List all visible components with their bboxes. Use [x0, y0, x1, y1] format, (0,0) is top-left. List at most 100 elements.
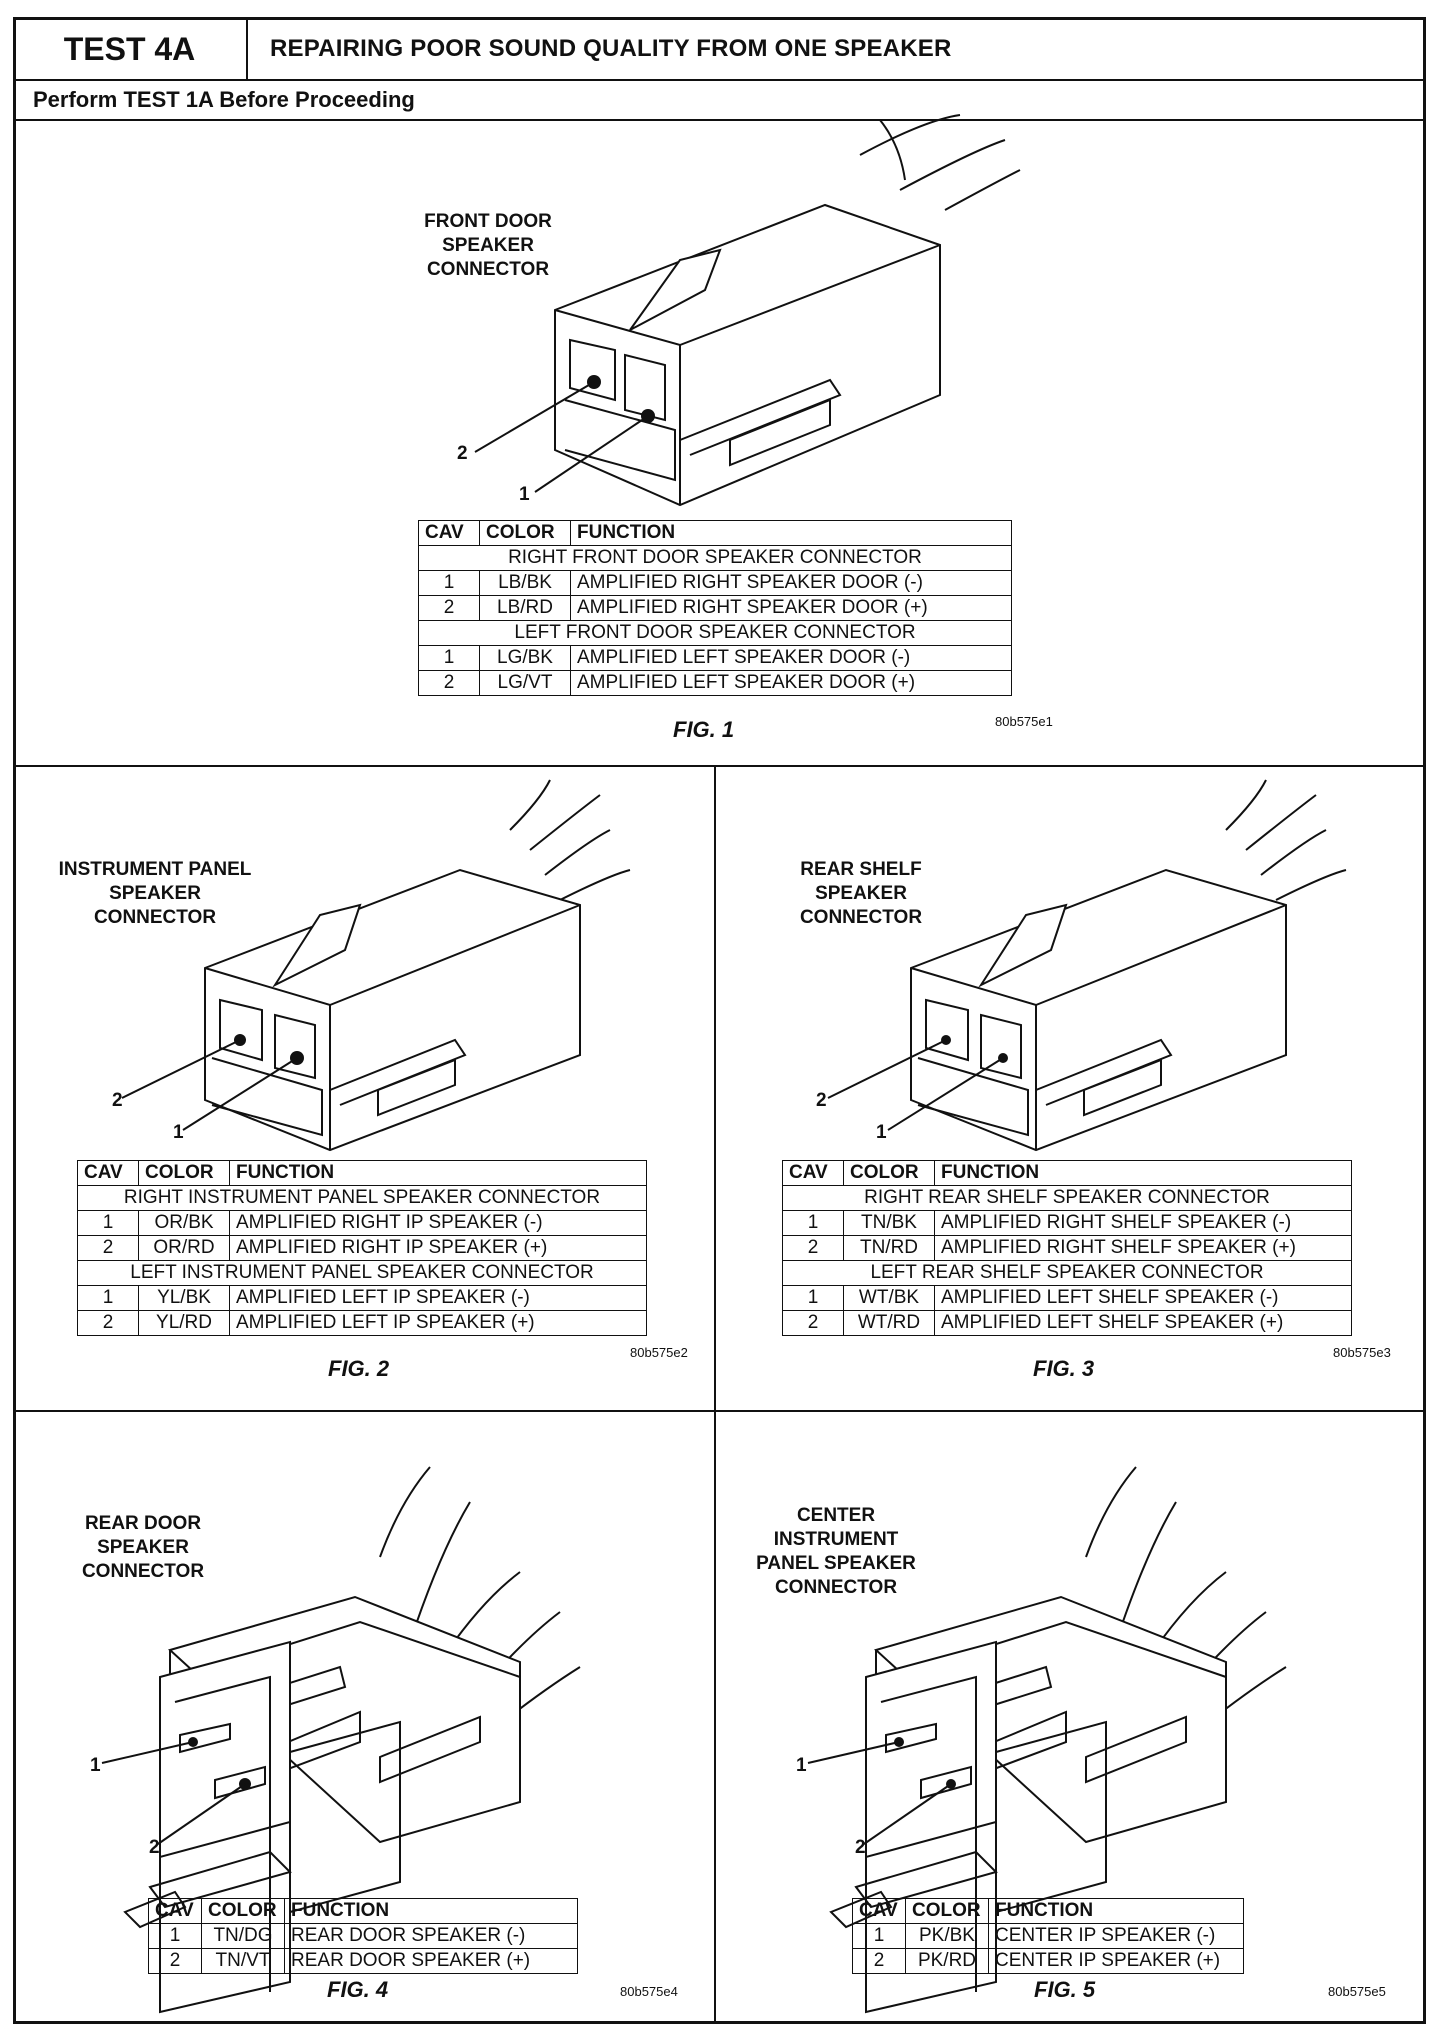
color-cell: PK/RD [905, 1948, 989, 1974]
fig5-pin-1-label: 1 [796, 1755, 807, 1776]
table-row: 2 OR/RD AMPLIFIED RIGHT IP SPEAKER (+) [77, 1235, 647, 1261]
function-cell: AMPLIFIED LEFT IP SPEAKER (-) [229, 1285, 647, 1311]
color-cell: WT/BK [843, 1285, 935, 1311]
fig5-caption: FIG. 5 [1034, 1977, 1096, 2002]
divider-col [714, 765, 716, 2024]
fig4-pin-2-label: 2 [149, 1837, 160, 1858]
label-line: FRONT DOOR [424, 211, 552, 232]
function-cell: AMPLIFIED RIGHT SHELF SPEAKER (-) [934, 1210, 1352, 1236]
table-row: 2 WT/RD AMPLIFIED LEFT SHELF SPEAKER (+) [782, 1310, 1352, 1336]
figure-4-panel: REAR DOOR SPEAKER CONNECTOR 1 2 CAV COLO… [0, 1412, 714, 2024]
label-line: CENTER [796, 1505, 876, 1526]
table-row: 2 TN/VT REAR DOOR SPEAKER (+) [148, 1948, 578, 1974]
fig4-pin-1-label: 1 [90, 1755, 101, 1776]
fig4-wiring-table: CAV COLOR FUNCTION 1 TN/DG REAR DOOR SPE… [148, 1898, 578, 1974]
cav-cell: 2 [782, 1235, 844, 1261]
function-cell: AMPLIFIED LEFT SHELF SPEAKER (-) [934, 1285, 1352, 1311]
col-header: FUNCTION [934, 1160, 1352, 1186]
label-line: SPEAKER [109, 883, 201, 904]
function-cell: CENTER IP SPEAKER (+) [988, 1948, 1244, 1974]
instrument-panel-connector-drawing [121, 779, 631, 1152]
label-line: CONNECTOR [93, 907, 217, 928]
cav-cell: 2 [77, 1310, 139, 1336]
fig4-code: 80b575e4 [620, 1984, 678, 1999]
fig2-code: 80b575e2 [630, 1345, 688, 1360]
col-header: COLOR [138, 1160, 230, 1186]
col-header: CAV [418, 520, 480, 546]
center-ip-connector-drawing [807, 1466, 1287, 2014]
label-line: SPEAKER [815, 883, 907, 904]
section-title: RIGHT FRONT DOOR SPEAKER CONNECTOR [418, 545, 1012, 571]
label-line: PANEL SPEAKER [756, 1553, 916, 1574]
table-row: 2 LB/RD AMPLIFIED RIGHT SPEAKER DOOR (+) [418, 595, 1012, 621]
figure-3-panel: REAR SHELF SPEAKER CONNECTOR 2 1 CAV COL… [716, 0, 1426, 1410]
divider-row2 [13, 1410, 1426, 1412]
figure-1-panel: FRONT DOOR SPEAKER CONNECTOR 2 1 CAV COL… [0, 0, 1440, 765]
table-row: 1 PK/BK CENTER IP SPEAKER (-) [852, 1923, 1244, 1949]
fig3-code: 80b575e3 [1333, 1345, 1391, 1360]
col-header: FUNCTION [570, 520, 1012, 546]
table-row: 2 TN/RD AMPLIFIED RIGHT SHELF SPEAKER (+… [782, 1235, 1352, 1261]
table-row: 1 WT/BK AMPLIFIED LEFT SHELF SPEAKER (-) [782, 1285, 1352, 1311]
function-cell: AMPLIFIED RIGHT SPEAKER DOOR (+) [570, 595, 1012, 621]
cav-cell: 1 [77, 1210, 139, 1236]
color-cell: TN/DG [201, 1923, 285, 1949]
cav-cell: 1 [148, 1923, 202, 1949]
cav-cell: 2 [77, 1235, 139, 1261]
col-header: CAV [782, 1160, 844, 1186]
label-line: SPEAKER [97, 1537, 189, 1558]
fig2-wiring-table: CAV COLOR FUNCTION RIGHT INSTRUMENT PANE… [77, 1160, 647, 1336]
table-row: 1 TN/DG REAR DOOR SPEAKER (-) [148, 1923, 578, 1949]
col-header: CAV [148, 1898, 202, 1924]
fig5-pin-2-label: 2 [855, 1837, 866, 1858]
function-cell: REAR DOOR SPEAKER (+) [284, 1948, 578, 1974]
label-line: CONNECTOR [81, 1561, 205, 1582]
page-frame [13, 17, 1426, 2024]
label-line: REAR SHELF [800, 859, 922, 880]
function-cell: AMPLIFIED LEFT SPEAKER DOOR (-) [570, 645, 1012, 671]
fig1-code: 80b575e1 [995, 714, 1053, 729]
fig3-connector-label: REAR SHELF SPEAKER CONNECTOR [776, 858, 946, 930]
header-bar: TEST 4A REPAIRING POOR SOUND QUALITY FRO… [13, 17, 1426, 81]
color-cell: TN/VT [201, 1948, 285, 1974]
col-header: COLOR [905, 1898, 989, 1924]
col-header: CAV [77, 1160, 139, 1186]
fig3-pin-2-label: 2 [816, 1090, 827, 1111]
function-cell: REAR DOOR SPEAKER (-) [284, 1923, 578, 1949]
function-cell: CENTER IP SPEAKER (-) [988, 1923, 1244, 1949]
color-cell: OR/BK [138, 1210, 230, 1236]
color-cell: YL/RD [138, 1310, 230, 1336]
page-title: REPAIRING POOR SOUND QUALITY FROM ONE SP… [270, 35, 952, 62]
cav-cell: 1 [852, 1923, 906, 1949]
table-row: 2 YL/RD AMPLIFIED LEFT IP SPEAKER (+) [77, 1310, 647, 1336]
label-line: INSTRUMENT PANEL [58, 859, 252, 880]
section-row: LEFT INSTRUMENT PANEL SPEAKER CONNECTOR [77, 1260, 647, 1286]
section-title: LEFT FRONT DOOR SPEAKER CONNECTOR [418, 620, 1012, 646]
label-line: CONNECTOR [774, 1577, 898, 1598]
table-header-row: CAV COLOR FUNCTION [852, 1898, 1244, 1924]
rear-shelf-connector-drawing [827, 779, 1347, 1152]
fig5-wiring-table: CAV COLOR FUNCTION 1 PK/BK CENTER IP SPE… [852, 1898, 1244, 1974]
table-header-row: CAV COLOR FUNCTION [77, 1160, 647, 1186]
section-title: RIGHT REAR SHELF SPEAKER CONNECTOR [782, 1185, 1352, 1211]
front-door-connector-drawing [474, 114, 1021, 507]
function-cell: AMPLIFIED LEFT SPEAKER DOOR (+) [570, 670, 1012, 696]
color-cell: LG/BK [479, 645, 571, 671]
color-cell: LB/RD [479, 595, 571, 621]
figure-5-panel: CENTER INSTRUMENT PANEL SPEAKER CONNECTO… [716, 1412, 1426, 2024]
color-cell: PK/BK [905, 1923, 989, 1949]
fig1-pin-2-label: 2 [457, 443, 468, 464]
cav-cell: 2 [782, 1310, 844, 1336]
fig2-pin-1-label: 1 [173, 1122, 184, 1143]
col-header: COLOR [843, 1160, 935, 1186]
table-row: 2 PK/RD CENTER IP SPEAKER (+) [852, 1948, 1244, 1974]
table-header-row: CAV COLOR FUNCTION [148, 1898, 578, 1924]
color-cell: LB/BK [479, 570, 571, 596]
color-cell: YL/BK [138, 1285, 230, 1311]
table-header-row: CAV COLOR FUNCTION [418, 520, 1012, 546]
figure-2-panel: INSTRUMENT PANEL SPEAKER CONNECTOR 2 1 C… [0, 0, 714, 1410]
cav-cell: 2 [148, 1948, 202, 1974]
col-header: FUNCTION [284, 1898, 578, 1924]
test-id: TEST 4A [13, 17, 248, 81]
fig1-caption: FIG. 1 [673, 717, 735, 742]
